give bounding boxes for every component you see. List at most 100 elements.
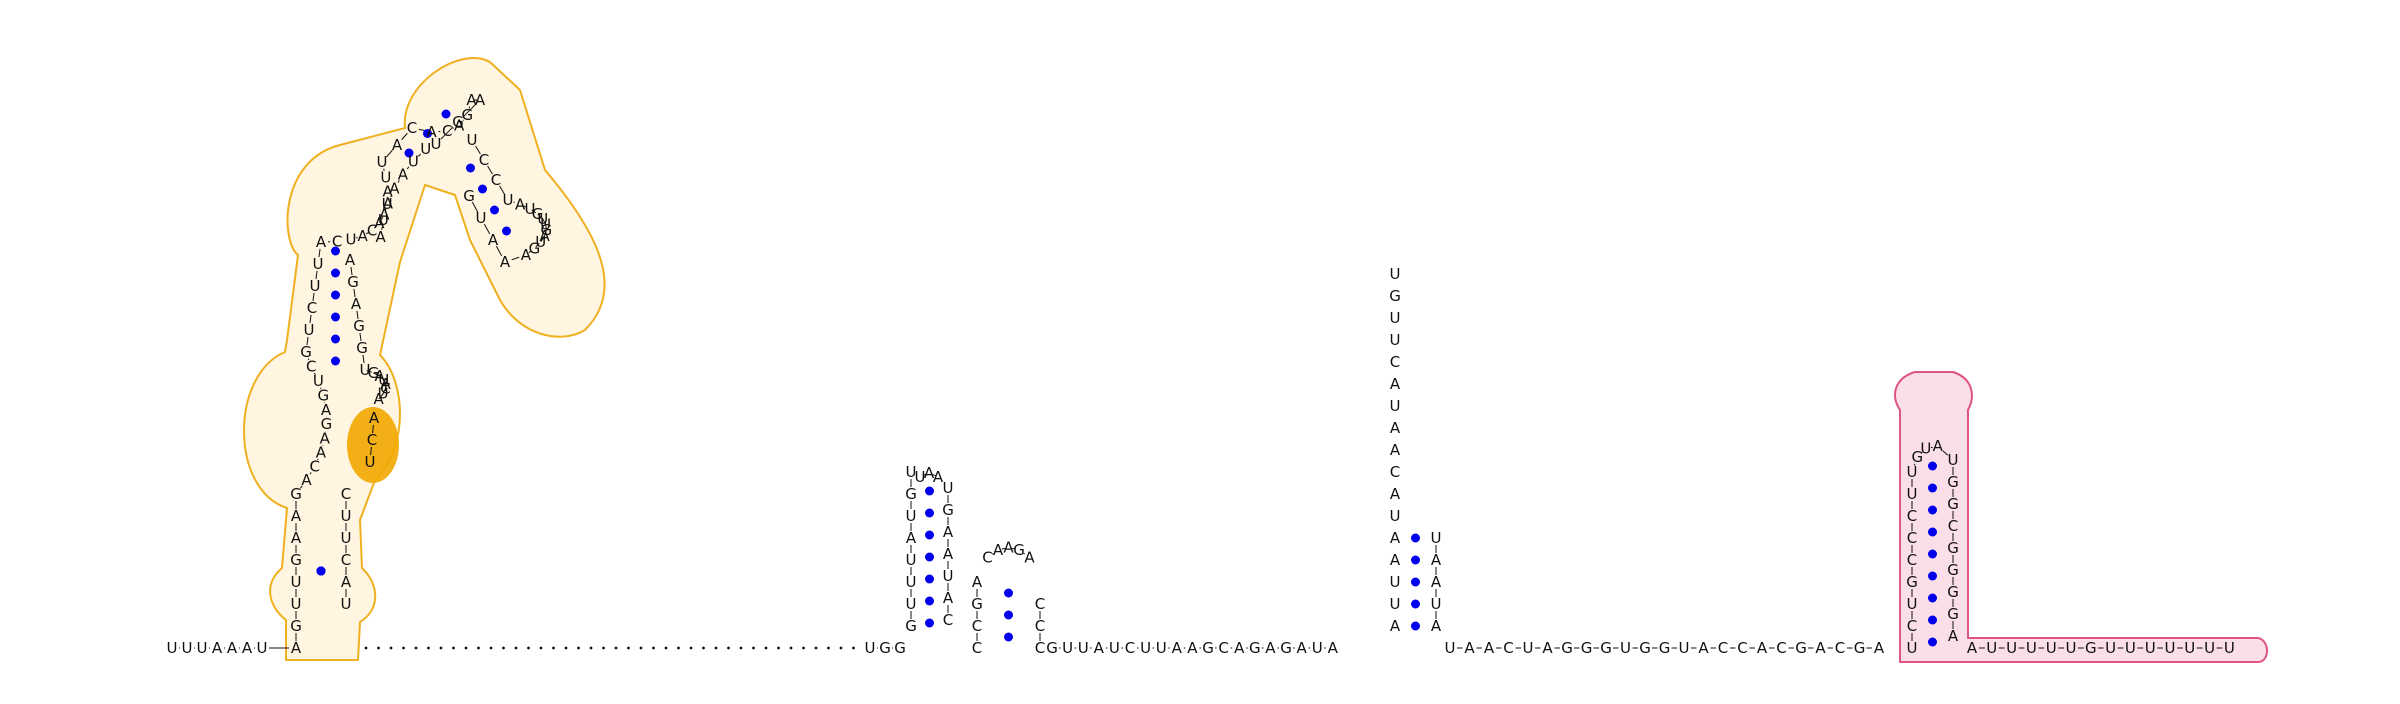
nucleotide: G	[1947, 583, 1959, 601]
nucleotide: C	[479, 151, 489, 169]
nucleotide: U	[1948, 451, 1959, 469]
nucleotide: U	[1907, 639, 1918, 657]
nucleotide: C	[1835, 639, 1845, 657]
base-pair-dot	[1928, 483, 1937, 493]
base-pair-dot	[331, 268, 340, 278]
backbone-bond	[499, 185, 505, 195]
backbone-bond	[540, 235, 545, 242]
gap-dot	[639, 646, 643, 650]
gap-dot	[489, 646, 493, 650]
backbone-bonds	[179, 99, 2223, 649]
nucleotide: G	[1795, 639, 1807, 657]
nucleotide: G	[971, 595, 983, 613]
gap-dot	[477, 646, 480, 650]
gap-dot	[577, 646, 580, 650]
nucleotide: A	[379, 205, 390, 223]
backbone-bond	[384, 207, 387, 211]
nucleotide: A	[1431, 551, 1442, 569]
nucleotide: A	[1094, 639, 1105, 657]
nucleotide: A	[1390, 375, 1401, 393]
nucleotide: A	[515, 195, 526, 213]
backbone-bond	[528, 250, 532, 254]
nucleotide: U	[2125, 639, 2136, 657]
nucleotide: A	[488, 231, 499, 249]
nucleotide: A	[1757, 639, 1768, 657]
backbone-bond	[390, 194, 393, 198]
nucleotide: C	[982, 549, 992, 567]
nucleotide: A	[454, 116, 465, 134]
base-pair-dot	[1004, 632, 1013, 642]
backbone-bond	[511, 256, 520, 261]
backbone-bond	[313, 372, 316, 376]
orange-domain-outline	[243, 57, 606, 661]
nucleotide: U	[1986, 639, 1997, 657]
nucleotide: U	[1920, 440, 1931, 458]
nucleotide: A	[381, 375, 392, 393]
nucleotide: C	[341, 485, 351, 503]
domain-outlines	[243, 57, 2268, 663]
gap-dot	[602, 646, 605, 650]
pink-domain-outline	[1894, 371, 2268, 663]
nucleotide: G	[290, 485, 302, 503]
nucleotide: U	[2006, 639, 2017, 657]
nucleotide: U	[1078, 639, 1089, 657]
nucleotide: C	[1948, 517, 1958, 535]
backbone-bond	[309, 314, 312, 324]
nucleotide: A	[1234, 639, 1245, 657]
nucleotide: G	[1947, 539, 1959, 557]
nucleotide: U	[503, 191, 514, 209]
backbone-bond	[355, 236, 358, 239]
nucleotide: A	[1874, 639, 1885, 657]
backbone-bond	[381, 226, 383, 231]
nucleotide: A	[291, 507, 302, 525]
base-pair-dot	[1411, 555, 1420, 565]
base-pair-dot	[1928, 637, 1937, 647]
nucleotide: U	[431, 135, 442, 153]
gap-dot	[789, 646, 793, 650]
gap-dot	[564, 646, 568, 650]
base-pair-dot	[331, 356, 340, 366]
nucleotide: A	[972, 573, 983, 591]
nucleotide: U	[1445, 639, 1456, 657]
nucleotide: A	[1328, 639, 1339, 657]
nucleotide: G	[300, 343, 312, 361]
nucleotide: U	[1390, 573, 1401, 591]
nucleotide: U	[2145, 639, 2156, 657]
backbone-bond	[523, 205, 527, 208]
base-pair-dot	[502, 226, 511, 236]
nucleotide: A	[369, 409, 380, 427]
nucleotide: U	[467, 131, 478, 149]
backbone-bond	[483, 223, 491, 235]
nucleotide: U	[304, 321, 315, 339]
nucleotide: A	[943, 545, 954, 563]
nucleotide: G	[905, 485, 917, 503]
backbone-bond	[1942, 450, 1949, 456]
nucleotide: U	[2224, 639, 2235, 657]
backbone-bond	[471, 201, 479, 213]
nucleotide: C	[1218, 639, 1228, 657]
nucleotide: U	[2165, 639, 2176, 657]
base-pair-dot	[441, 109, 451, 119]
gap-dot	[702, 646, 705, 650]
backbone-bond	[495, 245, 503, 257]
nucleotide: U	[341, 529, 352, 547]
nucleotide: A	[1296, 639, 1307, 657]
gap-dot	[839, 646, 843, 650]
backbone-bond	[531, 209, 537, 214]
nucleotide: A	[993, 541, 1004, 559]
gap-dot	[502, 646, 505, 650]
gap-dot	[389, 646, 393, 650]
nucleotide: U	[1390, 507, 1401, 525]
nucleotide: U	[310, 277, 321, 295]
backbone-bond	[378, 393, 384, 400]
backbone-bond	[397, 180, 400, 183]
nucleotide: U	[906, 551, 917, 569]
nucleotide: C	[1776, 639, 1786, 657]
nucleotide: U	[291, 573, 302, 591]
nucleotide: C	[972, 639, 982, 657]
backbone-bond	[386, 149, 393, 158]
backbone-bond	[383, 168, 385, 171]
nucleotide: U	[540, 215, 551, 233]
nucleotide: A	[426, 123, 437, 141]
